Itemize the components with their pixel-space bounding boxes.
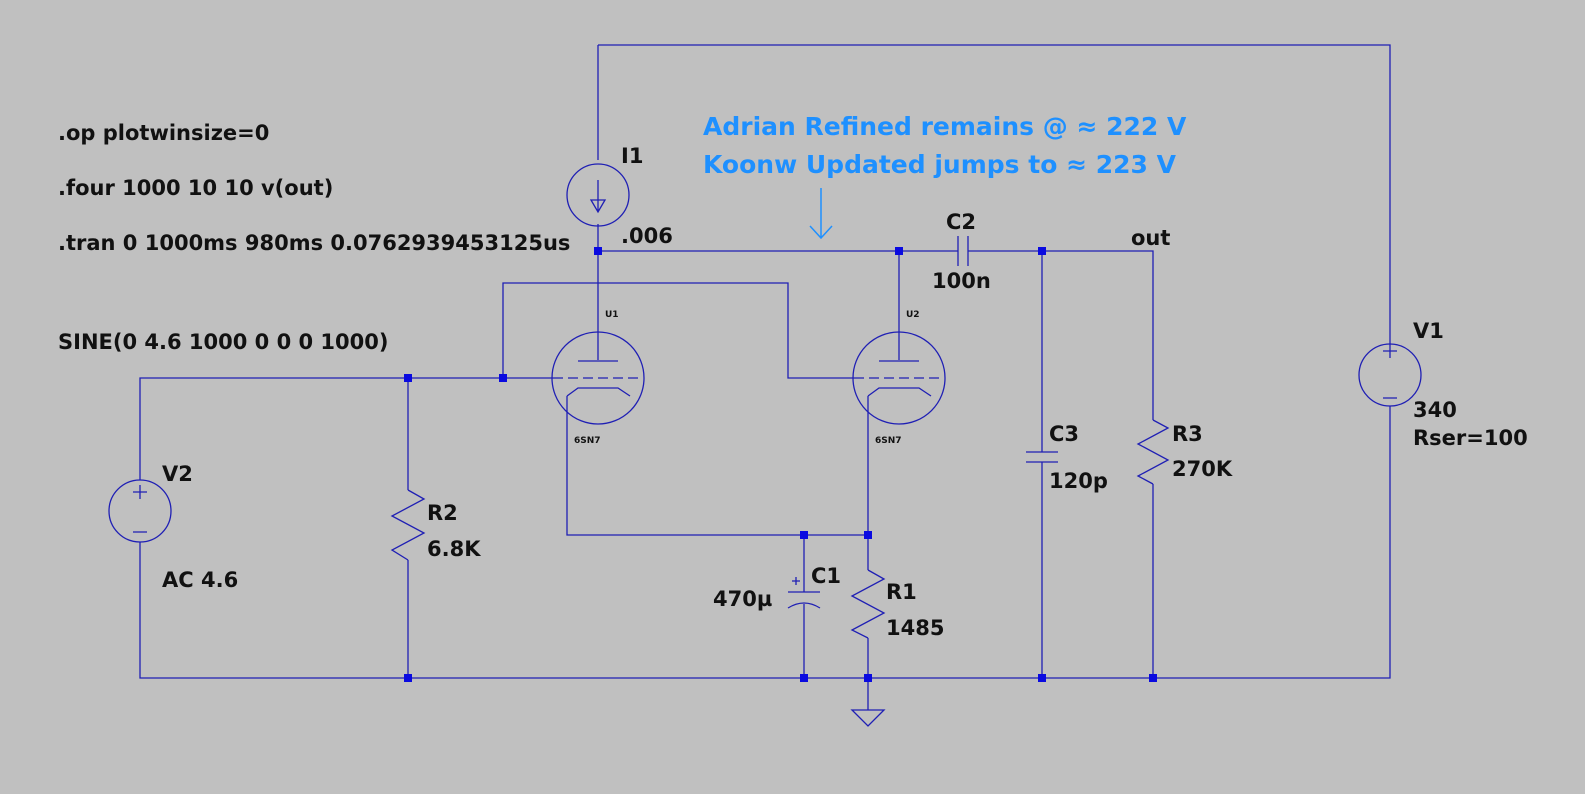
junction-node [404, 674, 412, 682]
v1-value[interactable]: 340 [1413, 398, 1457, 422]
annotation-line-1: Adrian Refined remains @ ≈ 222 V [703, 112, 1187, 141]
u1-label[interactable]: U1 [605, 310, 619, 320]
u2-model[interactable]: 6SN7 [875, 436, 902, 446]
junction-node [800, 674, 808, 682]
voltage-source-v2[interactable] [108, 479, 172, 543]
directive-four[interactable]: .four 1000 10 10 v(out) [58, 176, 333, 200]
junction-node [864, 674, 872, 682]
r2-value[interactable]: 6.8K [427, 537, 481, 561]
c2-value[interactable]: 100n [932, 269, 991, 293]
capacitor-c1[interactable] [787, 577, 821, 609]
junction-node [895, 247, 903, 255]
junction-node [1038, 247, 1046, 255]
voltage-source-v1[interactable] [1358, 343, 1422, 407]
v2-label[interactable]: V2 [162, 462, 193, 486]
net-label-out[interactable]: out [1131, 226, 1170, 250]
r1-label[interactable]: R1 [886, 580, 917, 604]
v1-param[interactable]: Rser=100 [1413, 426, 1528, 450]
sine-source-spec[interactable]: SINE(0 4.6 1000 0 0 0 1000) [58, 330, 388, 354]
resistor-r3[interactable] [1136, 419, 1170, 485]
i1-label[interactable]: I1 [621, 144, 643, 168]
capacitor-c3[interactable] [1026, 451, 1058, 463]
capacitor-c2[interactable] [957, 236, 969, 266]
wires [139, 44, 1391, 727]
u1-model[interactable]: 6SN7 [574, 436, 601, 446]
c1-value[interactable]: 470µ [713, 587, 772, 611]
junction-nodes [404, 247, 1157, 682]
c3-label[interactable]: C3 [1049, 422, 1079, 446]
resistor-r1[interactable] [850, 569, 886, 639]
r3-label[interactable]: R3 [1172, 422, 1203, 446]
c2-label[interactable]: C2 [946, 210, 976, 234]
annotation-arrow [809, 188, 833, 240]
c3-value[interactable]: 120p [1049, 469, 1108, 493]
junction-node [1038, 674, 1046, 682]
annotation-line-2: Koonw Updated jumps to ≈ 223 V [703, 150, 1177, 179]
directive-tran[interactable]: .tran 0 1000ms 980ms 0.0762939453125us [58, 231, 570, 255]
r3-value[interactable]: 270K [1172, 457, 1233, 481]
resistor-r2[interactable] [390, 489, 426, 561]
junction-node [594, 247, 602, 255]
triode-u2[interactable] [852, 331, 946, 425]
r1-value[interactable]: 1485 [886, 616, 944, 640]
junction-node [864, 531, 872, 539]
i1-value[interactable]: .006 [621, 224, 673, 248]
directive-op[interactable]: .op plotwinsize=0 [58, 121, 269, 145]
junction-node [800, 531, 808, 539]
c1-label[interactable]: C1 [811, 564, 841, 588]
u2-label[interactable]: U2 [906, 310, 920, 320]
junction-node [499, 374, 507, 382]
v2-value[interactable]: AC 4.6 [162, 568, 238, 592]
r2-label[interactable]: R2 [427, 501, 458, 525]
junction-node [404, 374, 412, 382]
triode-u1[interactable] [551, 331, 645, 425]
current-source-i1[interactable] [566, 163, 630, 227]
v1-label[interactable]: V1 [1413, 319, 1444, 343]
junction-node [1149, 674, 1157, 682]
